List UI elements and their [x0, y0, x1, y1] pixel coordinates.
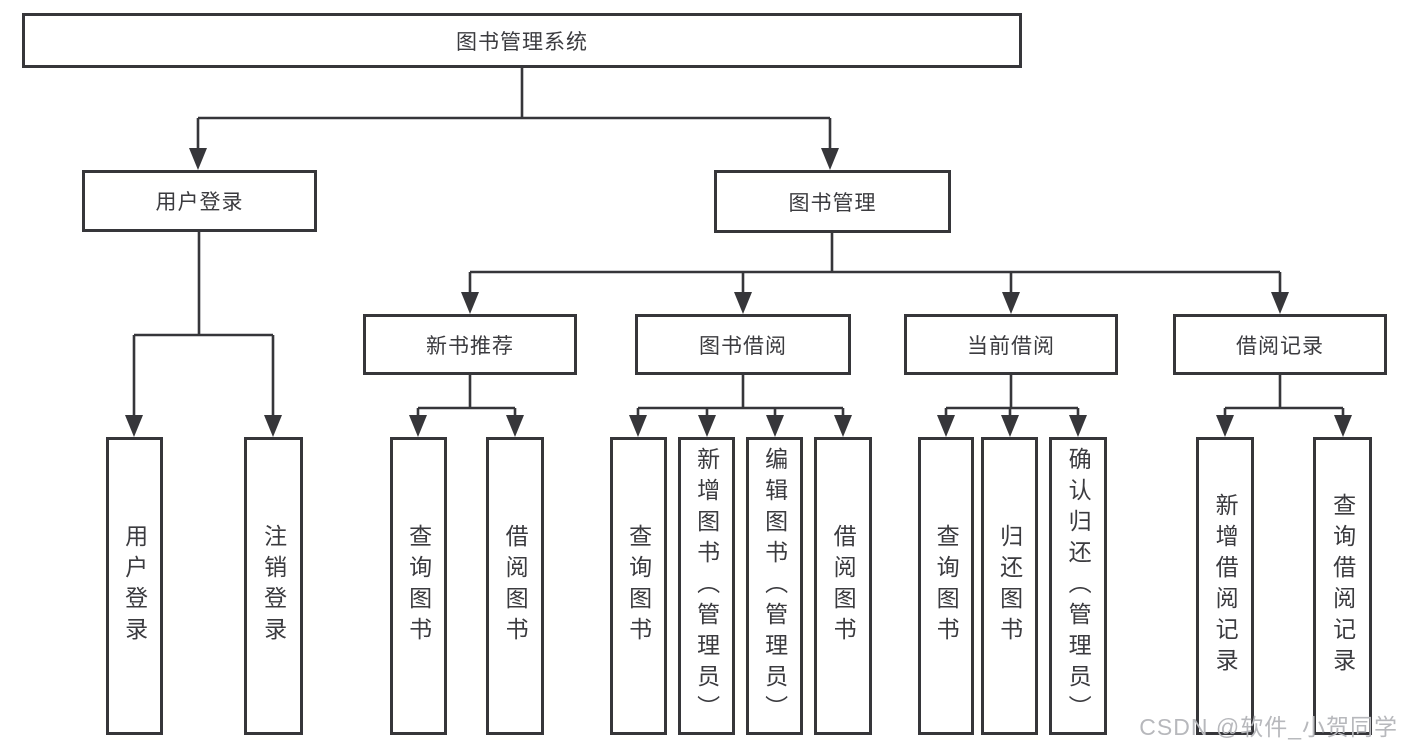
node-book-borrow: 图书借阅 — [635, 314, 851, 375]
leaf-edit-book-admin: 编辑图书（管理员） — [746, 437, 803, 735]
arrowhead-icon — [461, 292, 479, 314]
arrowhead-icon — [1069, 415, 1087, 437]
node-user-login-label: 用户登录 — [155, 191, 244, 214]
arrowhead-icon — [734, 292, 752, 314]
node-borrow-record: 借阅记录 — [1173, 314, 1387, 375]
node-new-book-recommend: 新书推荐 — [363, 314, 577, 375]
node-user-login: 用户登录 — [82, 170, 317, 232]
leaf-edit-book-admin-label: 编辑图书（管理员） — [761, 446, 788, 726]
arrowhead-icon — [937, 415, 955, 437]
arrowhead-icon — [1001, 415, 1019, 437]
arrowhead-icon — [766, 415, 784, 437]
node-current-borrow-label: 当前借阅 — [967, 334, 1055, 358]
leaf-query-book-2: 查询图书 — [610, 437, 667, 735]
leaf-borrow-book-1-label: 借阅图书 — [502, 524, 529, 648]
arrowhead-icon — [409, 415, 427, 437]
leaf-return-book: 归还图书 — [981, 437, 1038, 735]
arrowhead-icon — [189, 148, 207, 170]
node-book-management: 图书管理 — [714, 170, 951, 233]
arrowhead-icon — [1271, 292, 1289, 314]
leaf-query-book-1-label: 查询图书 — [405, 524, 432, 648]
node-borrow-record-label: 借阅记录 — [1236, 334, 1324, 358]
leaf-query-book-2-label: 查询图书 — [625, 524, 652, 648]
arrowhead-icon — [821, 148, 839, 170]
leaf-query-book-3-label: 查询图书 — [933, 524, 960, 648]
leaf-add-borrow-record-label: 新增借阅记录 — [1212, 493, 1239, 679]
arrowhead-icon — [698, 415, 716, 437]
node-book-borrow-label: 图书借阅 — [699, 334, 787, 358]
arrowhead-icon — [1002, 292, 1020, 314]
leaf-query-book-3: 查询图书 — [918, 437, 974, 735]
leaf-query-borrow-record: 查询借阅记录 — [1313, 437, 1372, 735]
leaf-confirm-return-admin-label: 确认归还（管理员） — [1065, 446, 1092, 726]
leaf-query-book-1: 查询图书 — [390, 437, 447, 735]
connector-strokes — [132, 68, 1345, 418]
leaf-add-borrow-record: 新增借阅记录 — [1196, 437, 1254, 735]
node-current-borrow: 当前借阅 — [904, 314, 1118, 375]
arrowheads — [125, 148, 1352, 437]
leaf-borrow-book-1: 借阅图书 — [486, 437, 544, 735]
node-new-book-recommend-label: 新书推荐 — [426, 334, 514, 358]
leaf-add-book-admin: 新增图书（管理员） — [678, 437, 735, 735]
leaf-user-login: 用户登录 — [106, 437, 163, 735]
arrowhead-icon — [125, 415, 143, 437]
arrowhead-icon — [506, 415, 524, 437]
leaf-borrow-book-2-label: 借阅图书 — [830, 524, 857, 648]
leaf-add-book-admin-label: 新增图书（管理员） — [693, 446, 720, 726]
csdn-watermark: CSDN @软件_小贺同学 — [1139, 714, 1398, 740]
leaf-logout-label: 注销登录 — [260, 524, 287, 648]
leaf-user-login-label: 用户登录 — [121, 524, 148, 648]
leaf-confirm-return-admin: 确认归还（管理员） — [1049, 437, 1107, 735]
arrowhead-icon — [834, 415, 852, 437]
node-book-management-label: 图书管理 — [788, 191, 877, 215]
leaf-query-borrow-record-label: 查询借阅记录 — [1329, 493, 1356, 679]
arrowhead-icon — [1216, 415, 1234, 437]
arrowhead-icon — [629, 415, 647, 437]
leaf-borrow-book-2: 借阅图书 — [814, 437, 872, 735]
leaf-logout: 注销登录 — [244, 437, 303, 735]
node-root: 图书管理系统 — [22, 13, 1022, 68]
node-root-label: 图书管理系统 — [456, 30, 588, 54]
leaf-return-book-label: 归还图书 — [996, 524, 1023, 648]
arrowhead-icon — [1334, 415, 1352, 437]
arrowhead-icon — [264, 415, 282, 437]
